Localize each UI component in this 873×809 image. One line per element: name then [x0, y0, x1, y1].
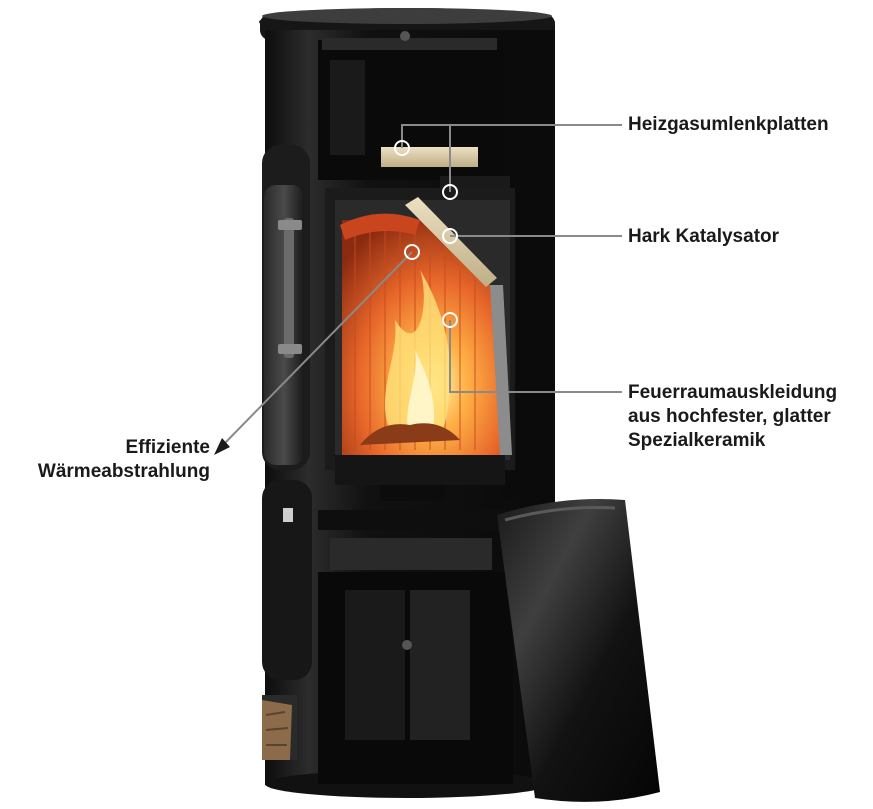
label-waermeabstrahlung: Effiziente Wärmeabstrahlung: [37, 437, 210, 482]
label-heizgasumlenkplatten: Heizgasumlenkplatten: [628, 114, 829, 135]
label-feuerraumauskleidung: Feuerraumauskleidung aus hochfester, gla…: [628, 382, 838, 451]
removed-side-cover: [497, 499, 660, 802]
door-handle: [278, 218, 302, 358]
arrow-icon: [214, 438, 230, 455]
grate-area: [318, 455, 518, 784]
fire-chamber: [340, 213, 510, 455]
wood-logs-icon: [262, 695, 297, 760]
label-hark-katalysator: Hark Katalysator: [628, 226, 780, 247]
leader-markers: [394, 140, 458, 328]
steel-side-plate: [490, 285, 512, 455]
